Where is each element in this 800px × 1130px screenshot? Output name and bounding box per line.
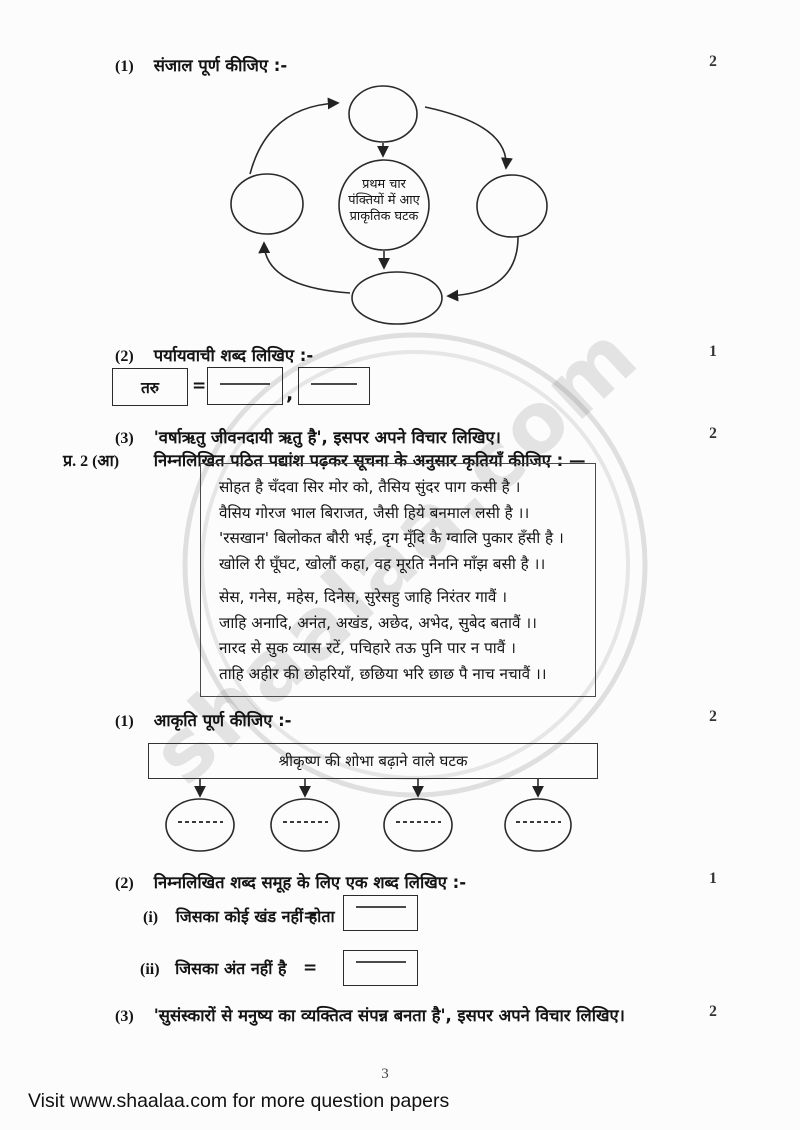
poem-line: वैसिय गोरज भाल बिराजत, जैसी हिये बनमाल ल… <box>219 503 530 522</box>
arrow-top-to-right <box>424 106 513 170</box>
blank-answer-line <box>311 383 357 385</box>
web-center-circle <box>338 159 430 251</box>
footer-visit-text: Visit www.shaalaa.com for more question … <box>28 1090 450 1112</box>
arrow-bottom-to-left <box>258 241 351 294</box>
a1-header: (1) आकृति पूर्ण कीजिए :- <box>115 708 292 731</box>
q2a-number: प्र. 2 (आ) <box>63 453 120 470</box>
q2-title: पर्यायवाची शब्द लिखिए :- <box>153 346 314 365</box>
q3-header: (3) 'वर्षाऋतु जीवनदायी ऋतु है', इसपर अपन… <box>115 425 501 448</box>
poem-line: खोलि री घूँघट, खोलौं कहा, वह मूरति नैननि… <box>219 554 546 573</box>
arrow-right-to-bottom <box>446 236 519 302</box>
blank-answer-line <box>355 906 406 908</box>
web-diagram <box>230 85 548 325</box>
a2-title: निम्नलिखित शब्द समूह के लिए एक शब्द लिखि… <box>153 873 467 892</box>
a3-number: (3) <box>115 1008 134 1025</box>
web-center-label: प्रथम चार पंक्तियों में आए प्राकृतिक घटक <box>348 177 420 224</box>
poem-line: जाहि अनादि, अनंत, अखंड, अछेद, अभेद, सुबे… <box>219 613 537 632</box>
word-box-taru: तरु <box>112 368 188 406</box>
flow-chart-title: श्रीकृष्ण की शोभा बढ़ाने वाले घटक <box>278 752 468 770</box>
q2-marks: 1 <box>709 343 717 360</box>
a1-title: आकृति पूर्ण कीजिए :- <box>153 711 292 730</box>
a2-item-2-text: जिसका अंत नहीं है <box>175 959 287 978</box>
poem-line: सेस, गनेस, महेस, दिनेस, सुरेसहु जाहि निर… <box>219 588 508 606</box>
q1-number: (1) <box>115 58 134 75</box>
poem-line: ताहि अहीर की छोहरियाँ, छछिया भरि छाछ पै … <box>219 664 547 683</box>
q2-header: (2) पर्यायवाची शब्द लिखिए :- <box>115 343 313 366</box>
a2-item-1: (i) जिसका कोई खंड नहीं होता <box>143 905 335 927</box>
equals-sign-q2: = <box>192 376 207 396</box>
a1-number: (1) <box>115 713 134 730</box>
web-blank-oval-bottom[interactable] <box>351 271 443 325</box>
flow-blank-oval-3[interactable] <box>383 798 453 852</box>
page-number: 3 <box>381 1066 389 1082</box>
poem-line: नारद से सुक व्यास रटें, पचिहारे तऊ पुनि … <box>219 639 516 657</box>
stanza-gap <box>219 577 595 585</box>
blank-answer-line <box>220 383 270 385</box>
web-blank-oval-top[interactable] <box>348 85 418 143</box>
one-word-answer-box-1[interactable] <box>343 895 418 931</box>
poem-line: 'रसखान' बिलोकत बौरी भई, दृग मूँदि कै ग्व… <box>219 529 564 547</box>
web-blank-oval-right[interactable] <box>476 174 548 238</box>
q2-number: (2) <box>115 348 134 365</box>
a2-item-2: (ii) जिसका अंत नहीं है <box>140 957 286 979</box>
a3-marks: 2 <box>709 1003 717 1020</box>
flow-blank-oval-2[interactable] <box>270 798 340 852</box>
flow-chart-ovals <box>165 779 572 852</box>
synonym-answer-box-2[interactable] <box>298 367 370 405</box>
a2-item-2-number: (ii) <box>140 961 160 978</box>
arrow-left-to-top <box>249 97 340 175</box>
a2-marks: 1 <box>709 870 717 887</box>
flow-blank-oval-4[interactable] <box>504 798 572 852</box>
a2-header: (2) निम्नलिखित शब्द समूह के लिए एक शब्द … <box>115 870 466 893</box>
equals-sign-ii: = <box>303 958 318 978</box>
q3-title: 'वर्षाऋतु जीवनदायी ऋतु है', इसपर अपने वि… <box>153 428 501 447</box>
flow-chart-title-box: श्रीकृष्ण की शोभा बढ़ाने वाले घटक <box>148 743 598 779</box>
a1-marks: 2 <box>709 708 717 725</box>
a2-item-1-text: जिसका कोई खंड नहीं होता <box>175 907 335 926</box>
poem-passage-box: सोहत है चँदवा सिर मोर को, तैसिय सुंदर पा… <box>200 463 596 697</box>
q1-marks: 2 <box>709 53 717 70</box>
a3-title: 'सुसंस्कारों से मनुष्य का व्यक्तित्व संप… <box>153 1006 625 1025</box>
q1-title: संजाल पूर्ण कीजिए :- <box>153 56 288 75</box>
one-word-answer-box-2[interactable] <box>343 950 418 986</box>
a2-number: (2) <box>115 875 134 892</box>
a3-header: (3) 'सुसंस्कारों से मनुष्य का व्यक्तित्व… <box>115 1003 625 1026</box>
q3-number: (3) <box>115 430 134 447</box>
comma-separator: , <box>286 383 294 405</box>
flow-blank-oval-1[interactable] <box>165 798 235 852</box>
poem-line: सोहत है चँदवा सिर मोर को, तैसिय सुंदर पा… <box>219 478 521 496</box>
synonym-answer-box-1[interactable] <box>207 367 283 405</box>
q3-marks: 2 <box>709 425 717 442</box>
a2-item-1-number: (i) <box>143 909 159 926</box>
equals-sign-i: = <box>303 906 318 926</box>
blank-answer-line <box>355 961 406 963</box>
web-blank-oval-left[interactable] <box>230 173 304 235</box>
q1-header: (1) संजाल पूर्ण कीजिए :- <box>115 53 287 76</box>
